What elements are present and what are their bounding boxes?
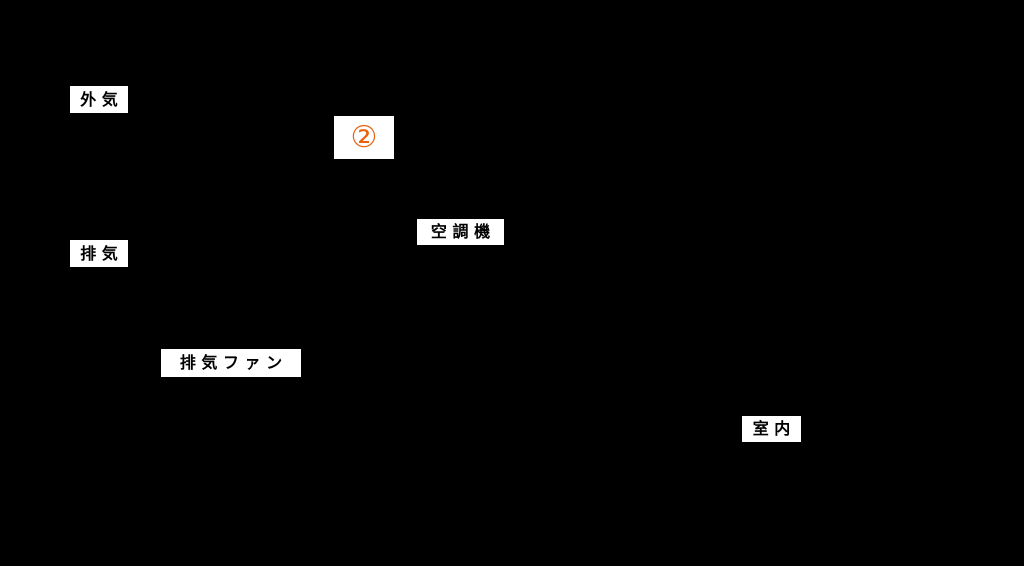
label-room-interior: 室 内 xyxy=(742,416,801,442)
label-air-handling-unit: 空 調 機 xyxy=(417,219,504,245)
label-exhaust-air: 排 気 xyxy=(70,240,128,267)
label-outside-air: 外 気 xyxy=(70,86,128,113)
label-exhaust-fan: 排 気 フ ァ ン xyxy=(161,349,301,377)
label-circled-number-2: ② xyxy=(334,116,394,159)
